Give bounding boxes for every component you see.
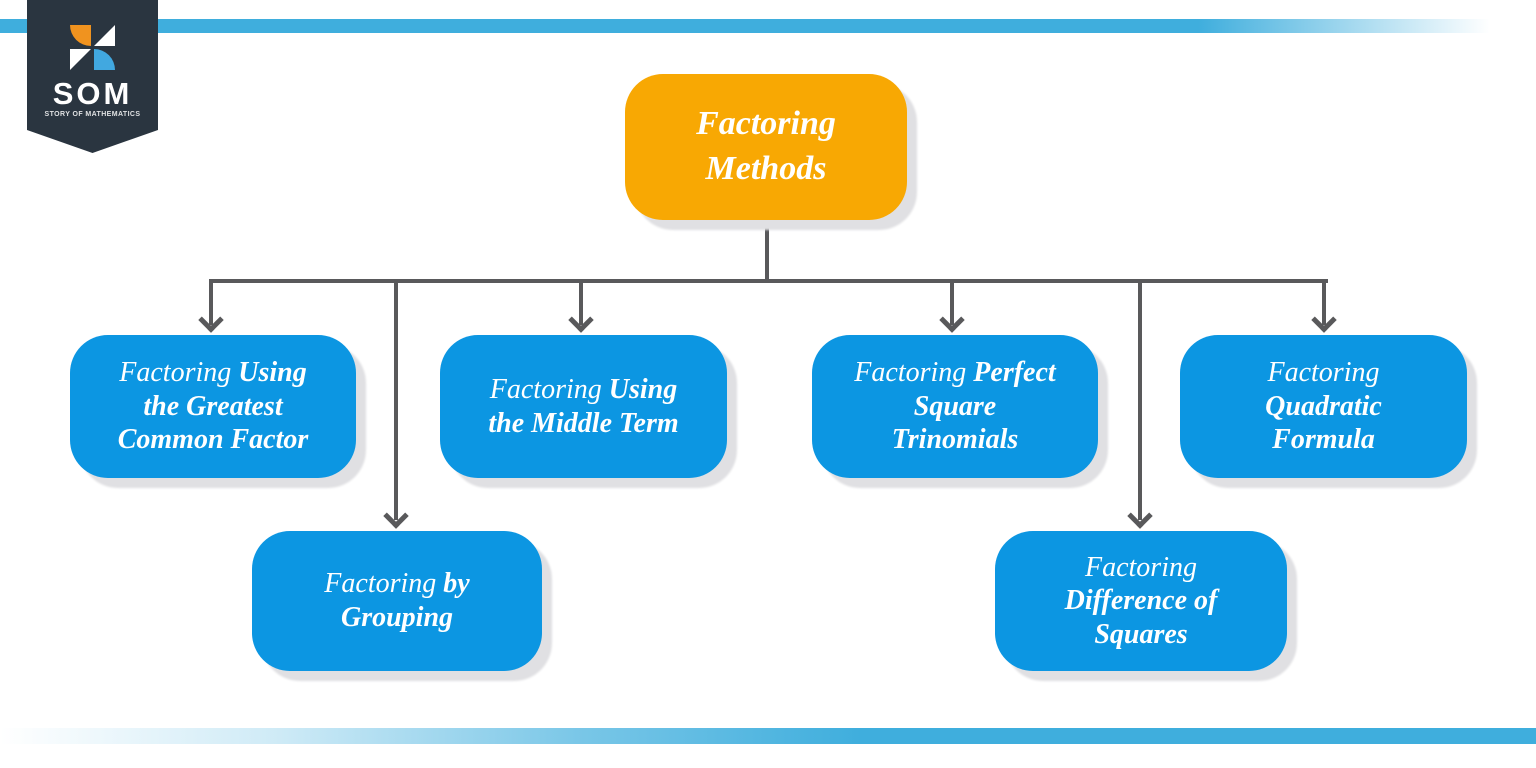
- connector-drop-difference-of-squares: [1138, 279, 1142, 520]
- connector-drop-gcf: [209, 279, 213, 325]
- connector-drop-grouping: [394, 279, 398, 520]
- pinwheel-quadrant-blue: [94, 49, 115, 70]
- pinwheel-quadrant-white-top: [94, 25, 115, 46]
- bottom-accent-stripe: [0, 728, 1536, 744]
- connector-drop-quadratic-formula: [1322, 279, 1326, 325]
- brand-tagline: STORY OF MATHEMATICS: [44, 111, 141, 118]
- connector-horizontal: [209, 279, 1328, 283]
- arrow-down-icon: [568, 307, 594, 333]
- connector-root-drop: [765, 220, 769, 281]
- som-logo-badge: SOM STORY OF MATHEMATICS: [27, 0, 158, 153]
- arrow-down-icon: [1311, 307, 1337, 333]
- pinwheel-quadrant-orange: [70, 25, 91, 46]
- arrow-down-icon: [1127, 503, 1153, 529]
- brand-name: SOM: [52, 76, 133, 111]
- arrow-down-icon: [939, 307, 965, 333]
- pinwheel-quadrant-white-bottom: [70, 49, 91, 70]
- som-pinwheel-icon: [70, 25, 115, 70]
- arrow-down-icon: [198, 307, 224, 333]
- top-accent-stripe: [0, 19, 1536, 33]
- connector-drop-middle-term: [579, 279, 583, 325]
- connector-drop-perfect-square: [950, 279, 954, 325]
- arrow-down-icon: [383, 503, 409, 529]
